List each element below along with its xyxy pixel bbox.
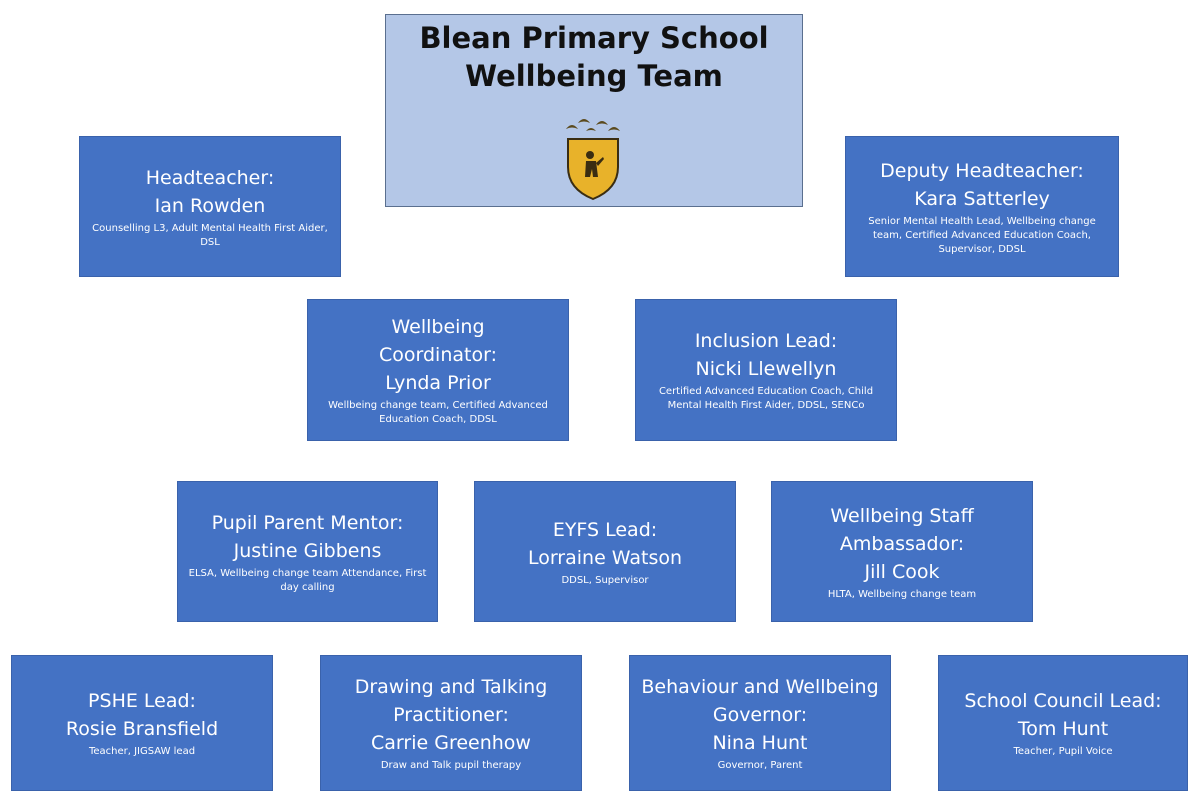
role-title: Wellbeing Coordinator: bbox=[379, 316, 497, 366]
role-name: Kara Satterley bbox=[914, 187, 1050, 210]
role-name: Rosie Bransfield bbox=[65, 718, 219, 740]
role-detail: Wellbeing change team, Certified Advance… bbox=[328, 400, 548, 425]
crest-figure bbox=[585, 151, 604, 177]
role-detail: Draw and Talk pupil therapy bbox=[380, 760, 522, 771]
role-detail: HLTA, Wellbeing change team bbox=[827, 588, 977, 600]
role-detail: Teacher, Pupil Voice bbox=[1013, 746, 1113, 757]
role-title: PSHE Lead: bbox=[88, 690, 196, 712]
role-box-eyfs-lead: EYFS Lead: Lorraine Watson DDSL, Supervi… bbox=[474, 481, 736, 622]
role-name: Jill Cook bbox=[864, 560, 940, 583]
role-detail: DDSL, Supervisor bbox=[561, 574, 649, 586]
title-box: Blean Primary School Wellbeing Team bbox=[385, 14, 803, 207]
role-title: Inclusion Lead: bbox=[694, 330, 838, 352]
role-title: Behaviour and Wellbeing Governor: bbox=[641, 676, 879, 726]
role-box-inclusion-lead: Inclusion Lead: Nicki Llewellyn Certifie… bbox=[635, 299, 897, 441]
role-detail: Counselling L3, Adult Mental Health Firs… bbox=[92, 222, 328, 248]
role-box-behaviour-wellbeing-governor: Behaviour and Wellbeing Governor: Nina H… bbox=[629, 655, 891, 791]
role-box-pshe-lead: PSHE Lead: Rosie Bransfield Teacher, JIG… bbox=[11, 655, 273, 791]
role-box-pupil-parent-mentor: Pupil Parent Mentor: Justine Gibbens ELS… bbox=[177, 481, 438, 622]
crest-birds bbox=[566, 119, 620, 131]
role-name: Tom Hunt bbox=[1017, 718, 1109, 740]
role-detail: Teacher, JIGSAW lead bbox=[88, 746, 196, 757]
role-name: Nicki Llewellyn bbox=[695, 358, 837, 380]
school-crest-icon bbox=[566, 119, 620, 201]
role-name: Nina Hunt bbox=[712, 732, 808, 754]
role-name: Justine Gibbens bbox=[233, 539, 382, 562]
role-name: Lorraine Watson bbox=[527, 546, 683, 569]
role-name: Lynda Prior bbox=[385, 372, 491, 394]
role-box-deputy-headteacher: Deputy Headteacher: Kara Satterley Senio… bbox=[845, 136, 1119, 277]
role-name: Ian Rowden bbox=[154, 194, 266, 217]
role-box-school-council-lead: School Council Lead: Tom Hunt Teacher, P… bbox=[938, 655, 1188, 791]
role-box-wellbeing-coordinator: Wellbeing Coordinator: Lynda Prior Wellb… bbox=[307, 299, 569, 441]
role-title: Pupil Parent Mentor: bbox=[211, 511, 404, 534]
role-title: Headteacher: bbox=[145, 166, 275, 189]
role-title: School Council Lead: bbox=[964, 690, 1162, 712]
role-title: Wellbeing Staff Ambassador: bbox=[830, 504, 974, 555]
role-box-headteacher: Headteacher: Ian Rowden Counselling L3, … bbox=[79, 136, 341, 277]
role-title: EYFS Lead: bbox=[552, 518, 658, 541]
role-name: Carrie Greenhow bbox=[371, 732, 531, 754]
role-detail: Certified Advanced Education Coach, Chil… bbox=[658, 386, 874, 411]
role-box-wellbeing-staff-ambassador: Wellbeing Staff Ambassador: Jill Cook HL… bbox=[771, 481, 1033, 622]
school-name: Blean Primary School bbox=[419, 21, 769, 55]
team-title: Wellbeing Team bbox=[465, 59, 723, 93]
role-detail: Senior Mental Health Lead, Wellbeing cha… bbox=[868, 215, 1096, 255]
role-title: Deputy Headteacher: bbox=[880, 159, 1084, 182]
role-detail: ELSA, Wellbeing change team Attendance, … bbox=[188, 567, 427, 593]
role-box-drawing-and-talking-practitioner: Drawing and Talking Practitioner: Carrie… bbox=[320, 655, 582, 791]
role-title: Drawing and Talking Practitioner: bbox=[354, 676, 548, 726]
role-detail: Governor, Parent bbox=[717, 760, 803, 771]
